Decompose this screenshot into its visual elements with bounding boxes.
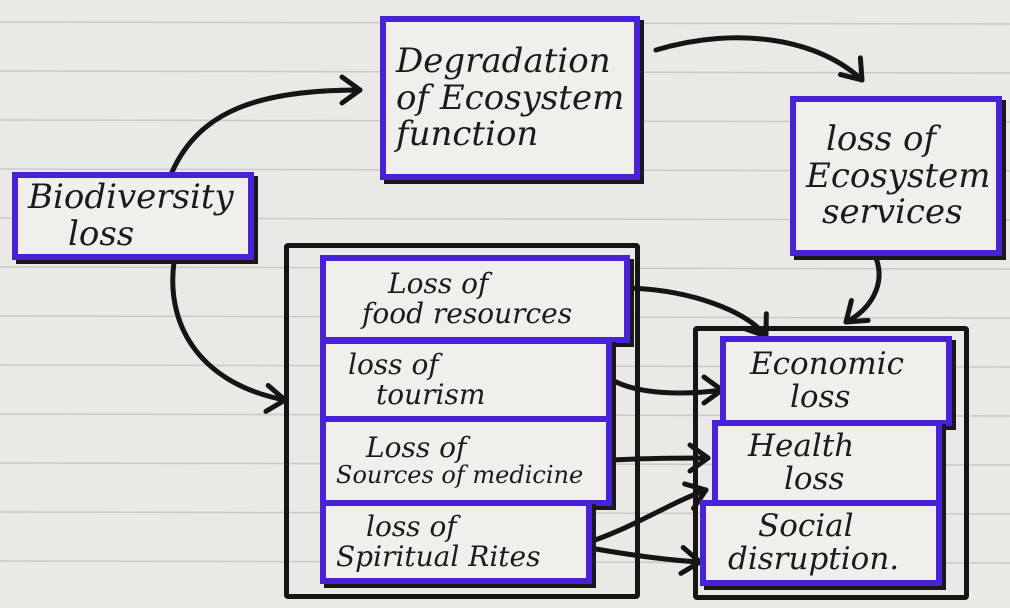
social-disruption-box: Social disruption. (700, 500, 942, 586)
degradation-line-3: function (396, 114, 539, 155)
medicine-box: Loss of Sources of medicine (320, 416, 612, 506)
social-line-1: Social (758, 507, 854, 544)
medicine-line-2: Sources of medicine (336, 461, 584, 490)
degradation-line-1: Degradation (396, 40, 611, 81)
spiritual-line-2: Spiritual Rites (336, 540, 541, 573)
health-loss-box: Health loss (712, 420, 942, 506)
tourism-line-1: loss of (348, 347, 439, 381)
economic-line-2: loss (790, 379, 851, 415)
arrow-biodiversity-to-degradation (169, 74, 363, 175)
arrow-degradation-to-loss_services (653, 35, 865, 83)
degradation-line-2: of Ecosystem (396, 77, 625, 118)
arrow-loss_services-to-right_group (843, 255, 882, 325)
health-line-1: Health (748, 427, 855, 464)
tourism-box: loss of tourism (320, 338, 612, 422)
medicine-line-1: Loss of (366, 430, 467, 464)
left-group-frame (284, 243, 640, 599)
loss-services-box: loss of Ecosystem services (790, 96, 1002, 256)
arrow-tourism-to-economic (609, 374, 725, 406)
loss-services-line-2: Ecosystem (806, 155, 991, 196)
arrow-spiritual-to-social (587, 544, 703, 576)
arrow-medicine-to-health (609, 442, 711, 474)
health-line-2: loss (784, 461, 845, 497)
arrow-biodiversity-to-left_group (170, 259, 288, 414)
loss-services-line-1: loss of (826, 118, 937, 159)
biodiversity-loss-line-1: Biodiversity (28, 177, 234, 218)
economic-loss-box: Economic loss (720, 336, 952, 426)
arrow-spiritual-to-health (577, 481, 709, 548)
economic-line-1: Economic (750, 345, 904, 382)
right-group-frame (693, 326, 969, 600)
degradation-box: Degradation of Ecosystem function (380, 16, 640, 180)
biodiversity-loss-box: Biodiversity loss (12, 172, 254, 260)
food-resources-box: Loss of food resources (320, 255, 630, 343)
spiritual-rites-box: loss of Spiritual Rites (320, 500, 592, 584)
social-line-2: disruption. (728, 541, 900, 577)
biodiversity-loss-line-2: loss (68, 214, 135, 254)
food-line-1: Loss of (388, 266, 489, 300)
loss-services-line-3: services (822, 192, 963, 233)
spiritual-line-1: loss of (366, 509, 457, 543)
food-line-2: food resources (362, 297, 573, 330)
tourism-line-2: tourism (376, 378, 486, 411)
